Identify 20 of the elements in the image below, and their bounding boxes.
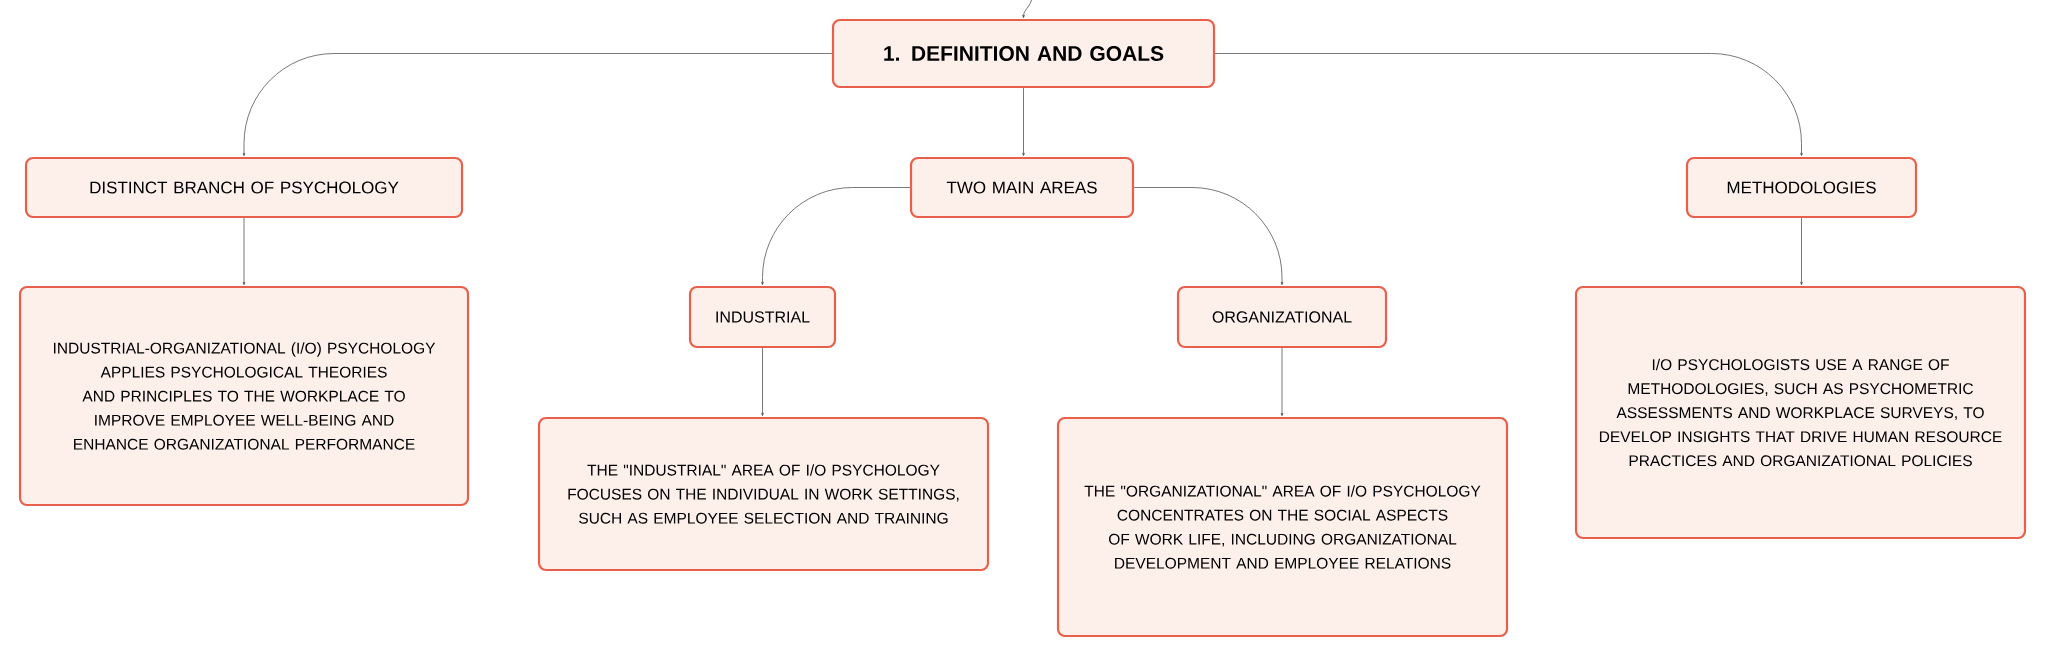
arrow [1022,87,1025,157]
arrow [761,347,764,417]
topic-box: ORGANIZATIONAL [1176,285,1388,349]
topic-box: INDUSTRIAL [688,285,837,349]
arrow [242,53,833,157]
topic-box: DISTINCT BRANCH OF PSYCHOLOGY [24,156,464,219]
arrow [1133,187,1284,286]
description-box: THE "INDUSTRIAL" AREA OF I/O PSYCHOLOGY FOCUSES ON THE INDIVIDUAL IN WORK SETTINGS, SUCH AS EMPLOYEE SELECTION AND TRAINING [537,416,990,572]
description-box: INDUSTRIAL-ORGANIZATIONAL (I/O) PSYCHOLOGY APPLIES PSYCHOLOGICAL THEORIES AND PRINCIPLES TO THE WORKPLACE TO IMPROVE EMPLOYEE WELL-BEING AND ENHANCE ORGANIZATIONAL PERFORMANCE [18,285,470,507]
arrow [1022,0,1033,19]
topic-box: TWO MAIN AREAS [909,156,1135,219]
arrow [1214,53,1803,157]
arrow [1280,347,1284,417]
title-box: 1. DEFINITION AND GOALS [831,18,1216,89]
arrow [242,217,246,286]
arrow [1800,217,1803,286]
topic-box: METHODOLOGIES [1685,156,1918,219]
arrow [761,187,911,286]
description-box: I/O PSYCHOLOGISTS USE A RANGE OF METHODOLOGIES, SUCH AS PSYCHOMETRIC ASSESSMENTS AND WORKPLACE SURVEYS, TO DEVELOP INSIGHTS THAT DRIVE HUMAN RESOURCE PRACTICES AND ORGANIZATIONAL POLICIES [1574,285,2027,540]
description-box: THE "ORGANIZATIONAL" AREA OF I/O PSYCHOLOGY CONCENTRATES ON THE SOCIAL ASPECTS OF WORK LIFE, INCLUDING ORGANIZATIONAL DEVELOPMENT AND EMPLOYEE RELATIONS [1056,416,1509,638]
